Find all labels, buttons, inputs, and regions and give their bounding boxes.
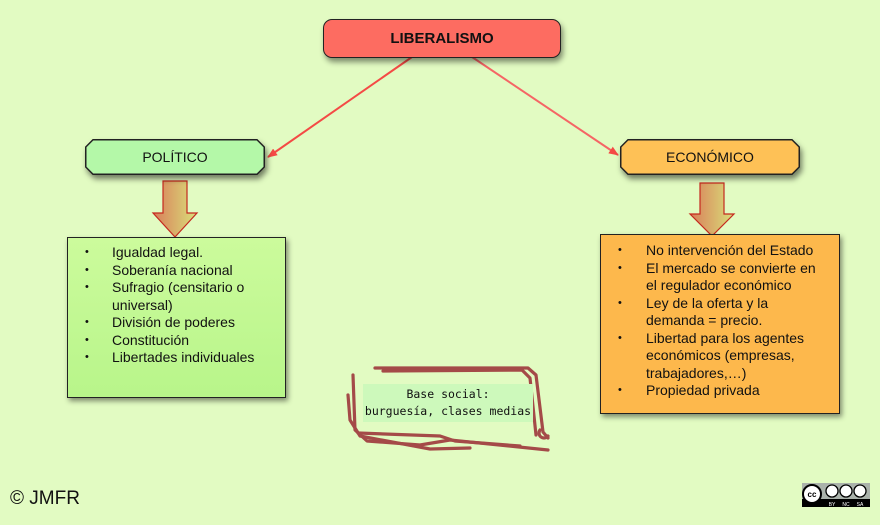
list-item: Soberanía nacional xyxy=(68,262,285,280)
list-item: Constitución xyxy=(68,332,285,350)
svg-text:BY: BY xyxy=(829,502,836,507)
list-item: Propiedad privada xyxy=(601,382,826,400)
economico-node-label: ECONÓMICO xyxy=(666,149,754,165)
root-node-liberalismo[interactable]: LIBERALISMO xyxy=(323,19,561,58)
down-arrow-economico xyxy=(688,182,736,237)
branch-node-economico[interactable]: ECONÓMICO xyxy=(620,139,800,175)
branch-node-politico[interactable]: POLÍTICO xyxy=(85,139,265,175)
list-item: No intervención del Estado xyxy=(601,242,826,260)
svg-text:NC: NC xyxy=(842,502,850,507)
economico-list-box: No intervención del Estado El mercado se… xyxy=(600,234,840,414)
cc-by-nc-sa-icon[interactable]: cc BY NC SA xyxy=(802,483,870,507)
list-item: División de poderes xyxy=(68,314,285,332)
politico-node-label: POLÍTICO xyxy=(142,149,208,165)
base-social-note: Base social: burguesía, clases medias xyxy=(363,384,533,422)
base-social-line2: burguesía, clases medias xyxy=(364,404,532,418)
politico-node-shape xyxy=(85,139,265,175)
list-item: Ley de la oferta y la demanda = precio. xyxy=(601,295,796,330)
svg-text:SA: SA xyxy=(857,502,864,507)
arrow-to-economico xyxy=(471,56,619,156)
root-node-label: LIBERALISMO xyxy=(390,30,494,47)
economico-node-shape xyxy=(620,139,800,175)
list-item: El mercado se convierte en el regulador … xyxy=(601,260,826,295)
list-item: Igualdad legal. xyxy=(68,244,285,262)
scribble-frame xyxy=(346,366,550,452)
svg-text:cc: cc xyxy=(808,490,817,499)
base-social-line1: Base social: xyxy=(406,387,490,401)
list-item: Sufragio (censitario o universal) xyxy=(68,279,262,314)
arrow-to-politico xyxy=(267,56,413,158)
list-item: Libertad para los agentes económicos (em… xyxy=(601,330,826,383)
politico-list-box: Igualdad legal. Soberanía nacional Sufra… xyxy=(67,237,286,398)
list-item: Libertades individuales xyxy=(68,349,285,367)
down-arrow-politico xyxy=(151,180,199,238)
copyright-text: © JMFR xyxy=(10,488,80,509)
